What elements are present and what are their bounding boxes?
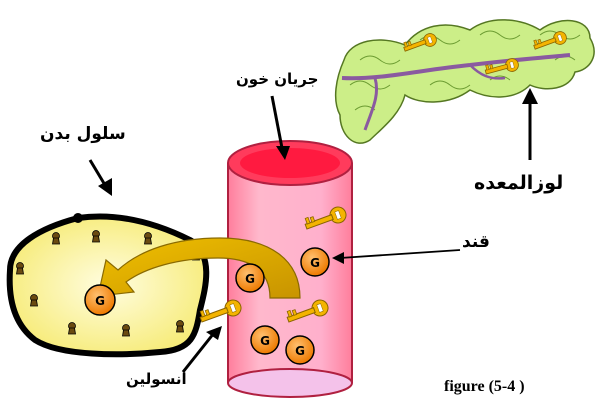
glucose-molecule: G	[286, 336, 314, 364]
glucose-molecule: G	[301, 248, 329, 276]
label-pancreas: لوزالمعده	[474, 172, 563, 194]
figure-caption: figure (5-4 )	[444, 378, 525, 396]
keyhole-icon	[145, 233, 152, 245]
label-body-cell: سلول بدن	[40, 124, 126, 144]
glucose-molecule: G	[85, 285, 115, 315]
keyhole-icon	[177, 321, 184, 333]
keyhole-icon	[123, 325, 130, 337]
keyhole-icon	[69, 323, 76, 335]
svg-text:G: G	[310, 256, 320, 270]
keyhole-icon	[53, 233, 60, 245]
svg-text:G: G	[95, 294, 105, 308]
glucose-molecule: G	[236, 264, 264, 292]
pancreas	[336, 20, 594, 143]
svg-text:G: G	[260, 334, 270, 348]
keyhole-icon	[93, 231, 100, 243]
keyhole-icon	[31, 295, 38, 307]
glucose-molecule: G	[251, 326, 279, 354]
svg-text:G: G	[295, 344, 305, 358]
label-bloodstream: جریان خون	[236, 70, 318, 88]
label-insulin: انسولین	[126, 370, 187, 388]
keyhole-icon	[17, 263, 24, 275]
svg-text:G: G	[245, 272, 255, 286]
label-sugar: قند	[462, 232, 490, 252]
